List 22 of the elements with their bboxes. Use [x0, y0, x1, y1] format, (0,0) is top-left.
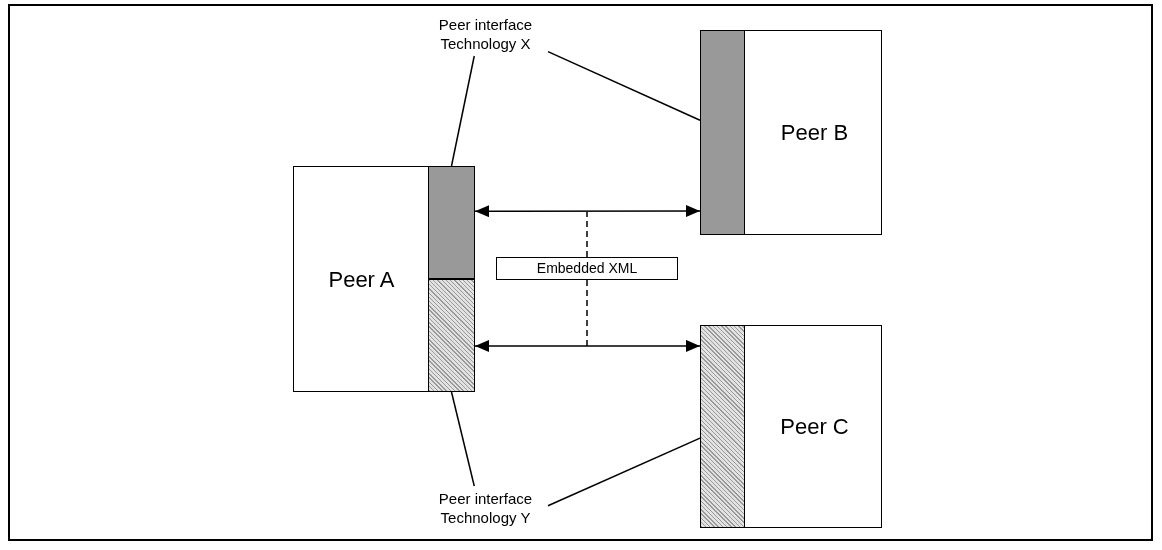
hatched-interface-bar: [428, 279, 475, 392]
peer-box: [700, 30, 882, 235]
peer-name: Peer B: [780, 119, 849, 147]
peer-box: [293, 166, 475, 392]
peer-name: Peer C: [780, 413, 849, 441]
callout-text: Peer interface Technology X: [437, 15, 534, 53]
leader-line: [450, 391, 475, 487]
peer-box: [700, 325, 882, 528]
double-arrow: [474, 339, 701, 352]
hatched-interface-bar: [700, 325, 745, 528]
note-text: Embedded XML: [536, 259, 638, 278]
peer-name: Peer A: [328, 265, 395, 294]
double-arrow: [474, 205, 701, 218]
leader-line: [450, 55, 475, 167]
leader-line: [547, 50, 701, 121]
interface-bar: [700, 30, 745, 235]
leader-line: [547, 437, 701, 507]
callout-text: Peer interface Technology Y: [437, 489, 534, 527]
dashed-line: [586, 279, 588, 347]
note-box: [496, 257, 678, 280]
interface-bar: [428, 166, 475, 279]
dashed-line: [586, 211, 588, 258]
